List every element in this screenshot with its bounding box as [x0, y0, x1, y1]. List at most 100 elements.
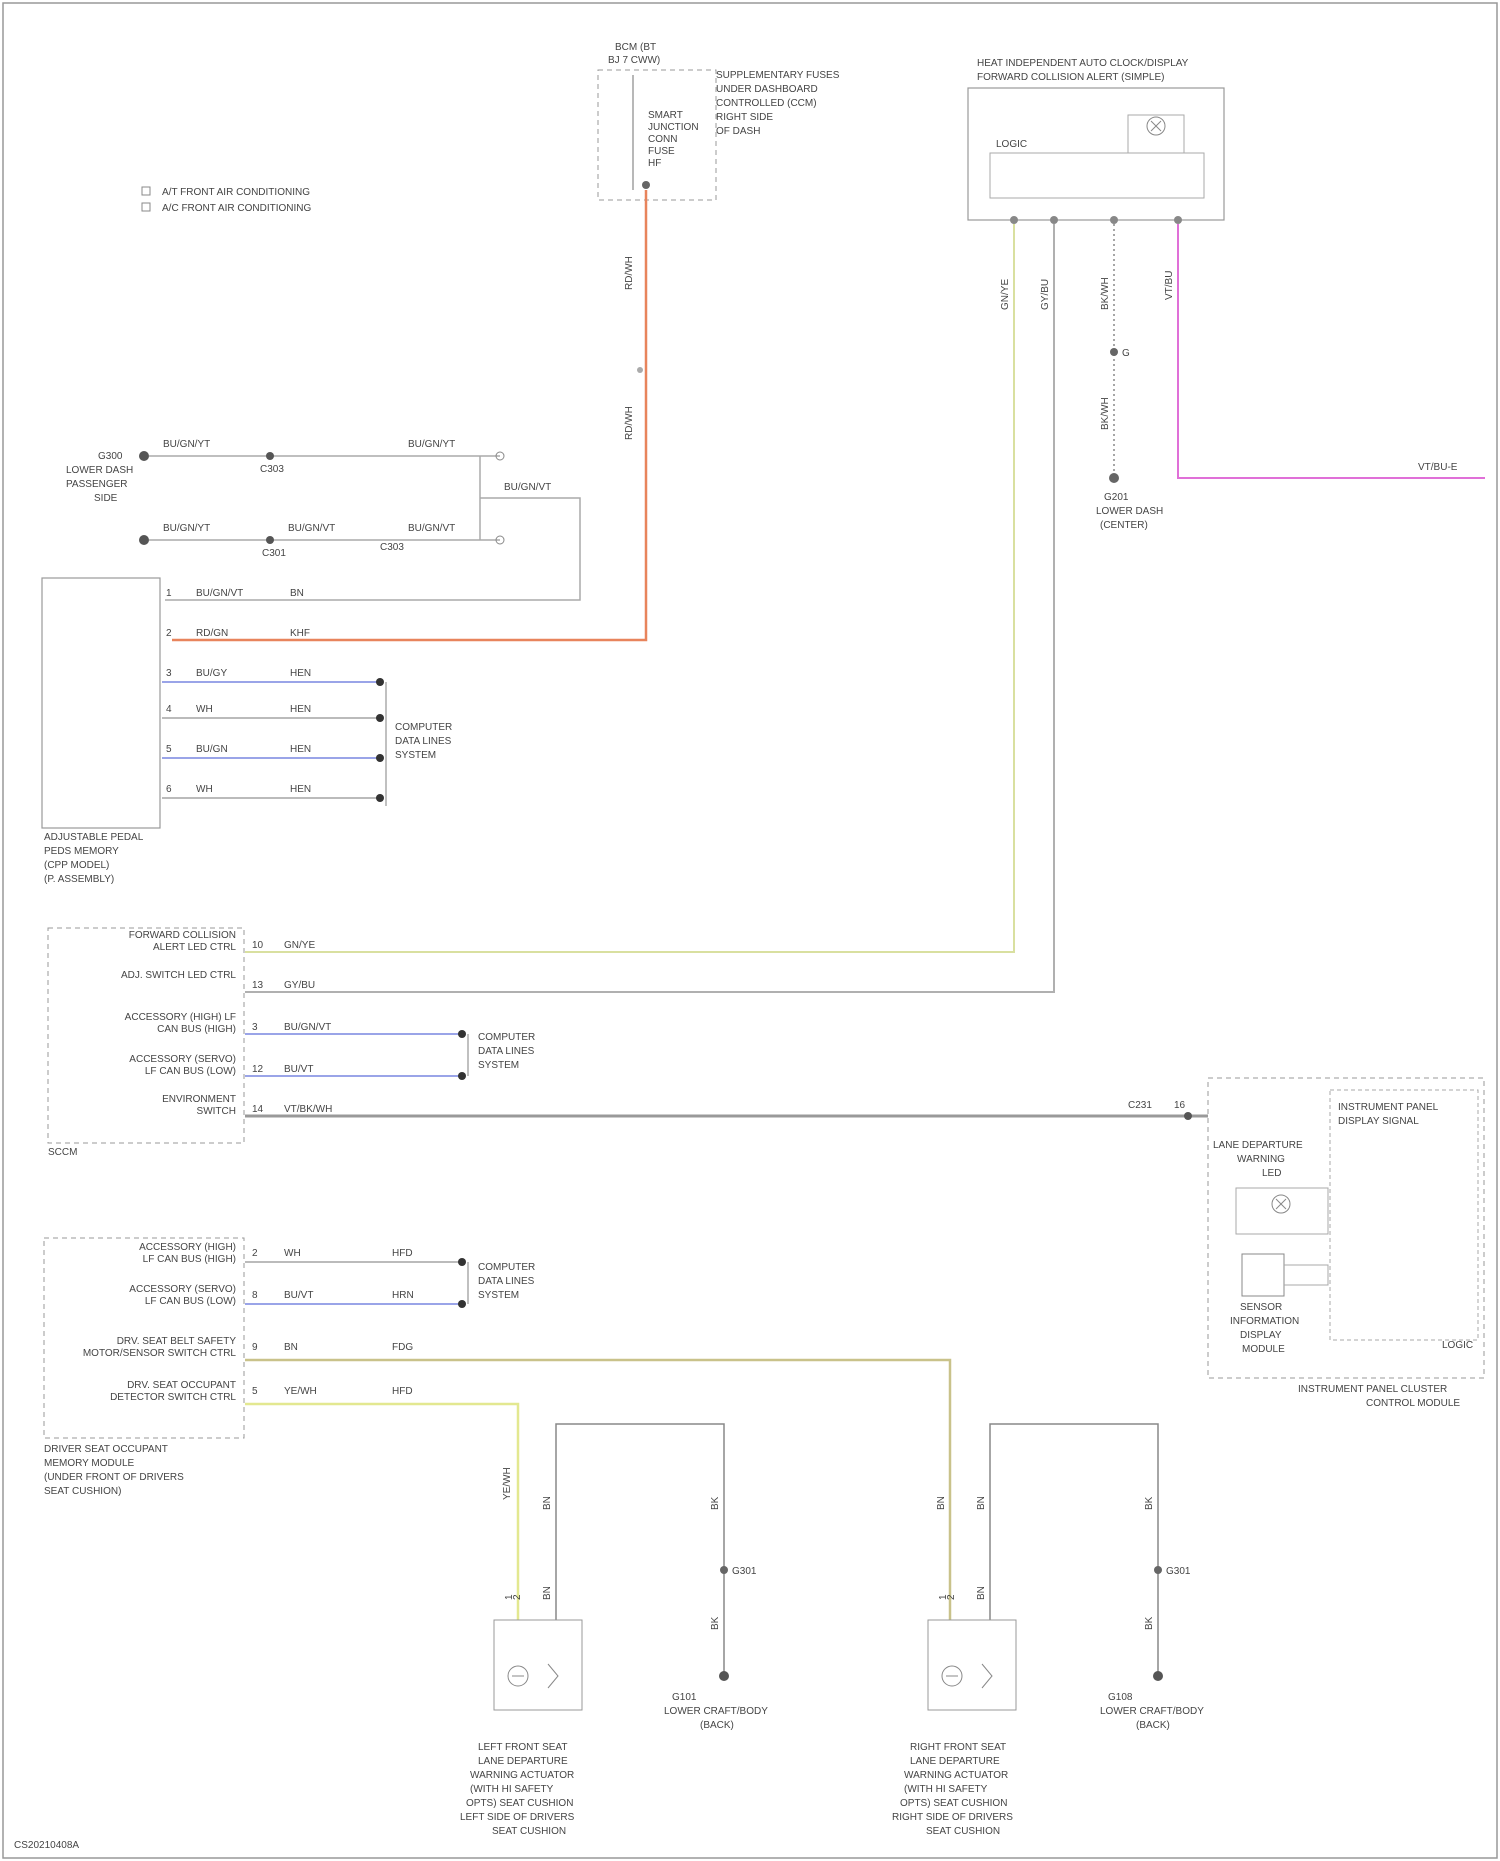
left-seat-ground-desc-1: G101: [672, 1692, 697, 1703]
right-seat-ground-symbol: [1153, 1671, 1163, 1681]
ipc-box-label-2: INFORMATION: [1230, 1316, 1299, 1327]
ipc-title-1: INSTRUMENT PANEL: [1338, 1102, 1439, 1113]
sccm-bus-terminal: [458, 1030, 466, 1038]
right-seat-name-3: WARNING ACTUATOR: [904, 1770, 1008, 1781]
sccm-pin-number: 10: [252, 940, 264, 951]
top-module-pin-1: [1010, 216, 1018, 224]
left-seat-actuator: G301 YE/WH BN BN BK BK 1 2 G101 LOWER CR…: [460, 1424, 768, 1837]
park-right-wire-label: BU/GN/VT: [504, 482, 551, 493]
right-seat-ground-junction: G301: [1166, 1566, 1191, 1577]
seat-wire-label: YE/WH: [284, 1386, 317, 1397]
sccm-wire-label: BU/GN/VT: [284, 1022, 331, 1033]
top-module-logic-label: LOGIC: [996, 139, 1027, 150]
sccm-pin-number: 3: [252, 1022, 258, 1033]
left-seat-return-wire: [556, 1424, 724, 1680]
ipc-logic-label: LOGIC: [1442, 1340, 1473, 1351]
ipc-name-1: INSTRUMENT PANEL CLUSTER: [1298, 1384, 1447, 1395]
signal-end-label: VT/BU-E: [1418, 462, 1458, 473]
right-seat-wire-1: BN: [936, 1496, 947, 1510]
park-pin-circuit: HEN: [290, 744, 311, 755]
right-seat-return-wire: [990, 1424, 1158, 1680]
ipc-sensor-3: LED: [1262, 1168, 1281, 1179]
park-junction-3: C303: [380, 542, 404, 553]
left-seat-wire-3: BN: [542, 1586, 553, 1600]
fuse-title-1: BCM (BT: [615, 42, 656, 53]
seat-circuit-label: HRN: [392, 1290, 414, 1301]
top-ground-desc-1: G201: [1104, 492, 1129, 503]
park-pin-circuit: BN: [290, 588, 304, 599]
seat-row-label: DRV. SEAT OCCUPANT: [127, 1380, 236, 1391]
seat-row-label: DRV. SEAT BELT SAFETY: [117, 1336, 237, 1347]
park-ground-name-3: PASSENGER: [66, 479, 128, 490]
left-seat-name-1: LEFT FRONT SEAT: [478, 1742, 567, 1753]
park-top-wire-label-2c: BU/GN/VT: [408, 523, 455, 534]
park-pin-number: 1: [166, 588, 172, 599]
sccm-row-label: CAN BUS (HIGH): [157, 1024, 236, 1035]
park-junction-2: C301: [262, 548, 286, 559]
top-module-pin-3: [1110, 216, 1118, 224]
seat-can-low-terminal: [458, 1300, 466, 1308]
sccm-row-label: ACCESSORY (HIGH) LF: [125, 1012, 236, 1023]
park-module-box: [42, 578, 160, 828]
left-seat-ground-junction: G301: [732, 1566, 757, 1577]
seat-pin-number: 2: [252, 1248, 258, 1259]
top-ground-desc-3: (CENTER): [1100, 520, 1148, 531]
park-ground-1: [139, 451, 149, 461]
fuse-terminal: [642, 181, 650, 189]
ipc-sensor-2: WARNING: [1237, 1154, 1285, 1165]
ipc-box-label-1: SENSOR: [1240, 1302, 1282, 1313]
sccm-wire-end-pin: 16: [1174, 1100, 1186, 1111]
left-seat-wire-4: BK: [710, 1496, 721, 1510]
top-wire-label-4: VT/BU: [1164, 271, 1175, 300]
park-pin-terminal: [376, 678, 384, 686]
seat-pin-number: 8: [252, 1290, 258, 1301]
seat-module: DRIVER SEAT OCCUPANT MEMORY MODULE (UNDE…: [44, 1238, 950, 1620]
right-seat-name-4: (WITH HI SAFETY: [904, 1784, 988, 1795]
park-pin-number: 3: [166, 668, 172, 679]
park-pin-circuit: HEN: [290, 704, 311, 715]
seat-belt-wire-olive: [245, 1360, 950, 1620]
park-name-4: (P. ASSEMBLY): [44, 874, 114, 885]
fuse-desc-2: UNDER DASHBOARD: [716, 84, 818, 95]
seat-module-name-1: DRIVER SEAT OCCUPANT: [44, 1444, 168, 1455]
sccm-wire-label: VT/BK/WH: [284, 1104, 332, 1115]
right-seat-name-1: RIGHT FRONT SEAT: [910, 1742, 1006, 1753]
park-pins: 1BU/GN/VTBN2RD/GNKHF3BU/GYHEN4WHHEN5BU/G…: [162, 588, 386, 806]
fuse-block: BCM (BT BJ 7 CWW) SMART JUNCTION CONN FU…: [598, 42, 840, 440]
seat-row-label: LF CAN BUS (LOW): [145, 1296, 236, 1307]
fuse-splice-dot: [637, 367, 643, 373]
sccm-row-label: ALERT LED CTRL: [153, 942, 236, 953]
park-pin-wire: RD/GN: [196, 628, 228, 639]
park-pin-wire: BU/GN: [196, 744, 228, 755]
signal-wire-pink: [1178, 224, 1485, 478]
park-bus-3: SYSTEM: [395, 750, 436, 761]
seat-pin-number: 5: [252, 1386, 258, 1397]
sccm-wire-label: BU/VT: [284, 1064, 313, 1075]
seat-can-high-terminal: [458, 1258, 466, 1266]
top-ground-symbol: [1109, 473, 1119, 483]
park-pin-wire: WH: [196, 704, 213, 715]
led-wire-gray: [245, 224, 1054, 992]
left-seat-switch-icon: [548, 1664, 558, 1688]
seat-bus-2: DATA LINES: [478, 1276, 535, 1287]
sccm-bus-terminal: [458, 1072, 466, 1080]
park-pin-terminal: [376, 794, 384, 802]
right-seat-ground-desc-1: G108: [1108, 1692, 1133, 1703]
sccm-bus-3: SYSTEM: [478, 1060, 519, 1071]
sccm-pin-number: 13: [252, 980, 264, 991]
ipc-sensor-1: LANE DEPARTURE: [1213, 1140, 1303, 1151]
legend-line-2: A/C FRONT AIR CONDITIONING: [162, 203, 311, 214]
park-top-wire-label-2b: BU/GN/VT: [288, 523, 335, 534]
park-pin-wire: BU/GY: [196, 668, 227, 679]
sccm-row-label: FORWARD COLLISION: [129, 930, 236, 941]
left-seat-name-4: (WITH HI SAFETY: [470, 1784, 554, 1795]
left-seat-name-2: LANE DEPARTURE: [478, 1756, 568, 1767]
sccm-wire-label: GN/YE: [284, 940, 315, 951]
park-splice-1: [266, 452, 274, 460]
left-seat-wire-2: BN: [542, 1496, 553, 1510]
ipc-inner-box: [1330, 1090, 1478, 1340]
legend-marker-1: [142, 187, 150, 195]
top-module-title-1: HEAT INDEPENDENT AUTO CLOCK/DISPLAY: [977, 58, 1189, 69]
